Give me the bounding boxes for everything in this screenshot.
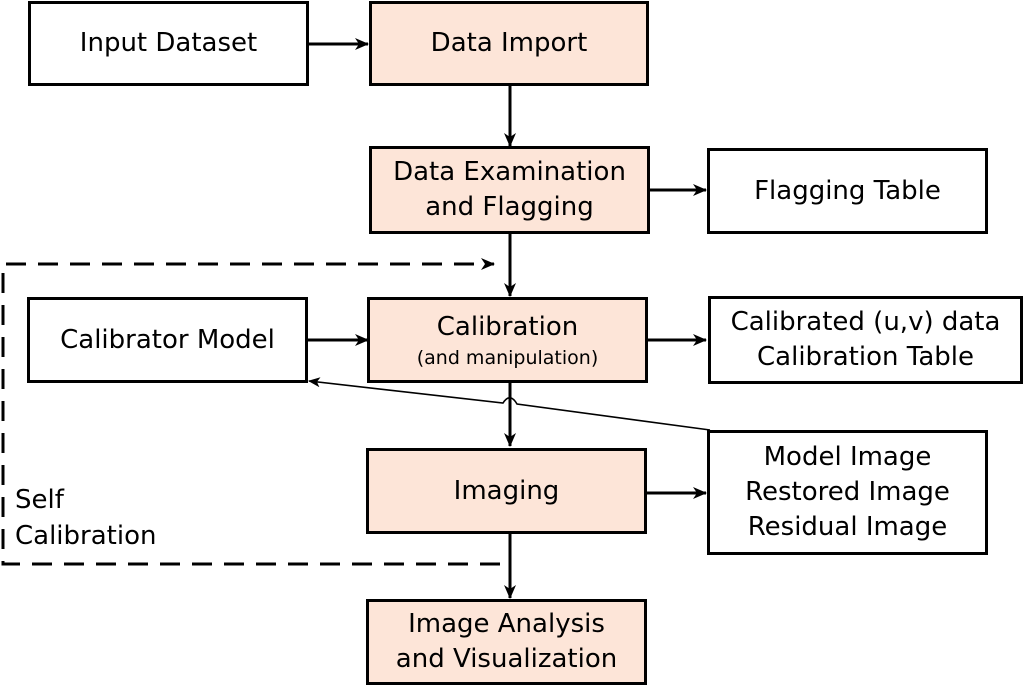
node-calibration: Calibration (and manipulation) <box>367 297 648 383</box>
arrow-products-to-model <box>308 377 711 431</box>
node-flagging-table: Flagging Table <box>707 148 988 234</box>
node-data-examination: Data Examination and Flagging <box>369 146 650 234</box>
node-label: Imaging <box>453 475 560 506</box>
node-label: Calibrator Model <box>60 324 275 355</box>
label-line: Calibration <box>15 521 157 551</box>
node-label: Residual Image <box>747 512 948 542</box>
node-sublabel: (and manipulation) <box>416 346 599 369</box>
self-calibration-label: Self Calibration <box>15 482 156 554</box>
node-data-import: Data Import <box>369 1 649 86</box>
label-line: Self <box>15 485 64 515</box>
node-label: Data Examination <box>393 157 626 187</box>
node-input-dataset: Input Dataset <box>28 1 309 86</box>
node-label: Restored Image <box>745 477 950 507</box>
node-label: Data Import <box>430 28 588 58</box>
node-label: and Visualization <box>395 644 618 674</box>
node-image-analysis: Image Analysis and Visualization <box>366 599 647 685</box>
node-label: Calibration <box>436 311 579 342</box>
node-label: Model Image <box>763 442 932 472</box>
node-calibrator-model: Calibrator Model <box>27 297 308 383</box>
node-label: Calibrated (u,v) data <box>730 307 1001 337</box>
node-image-products: Model Image Restored Image Residual Imag… <box>707 430 988 555</box>
self-calibration-loop <box>1 258 500 566</box>
node-label: and Flagging <box>425 192 594 222</box>
node-imaging: Imaging <box>366 448 647 534</box>
node-label: Input Dataset <box>79 28 258 58</box>
node-calibrated-output: Calibrated (u,v) data Calibration Table <box>708 296 1023 384</box>
node-label: Calibration Table <box>757 342 974 372</box>
node-label: Flagging Table <box>754 175 941 206</box>
node-label: Image Analysis <box>408 609 605 639</box>
